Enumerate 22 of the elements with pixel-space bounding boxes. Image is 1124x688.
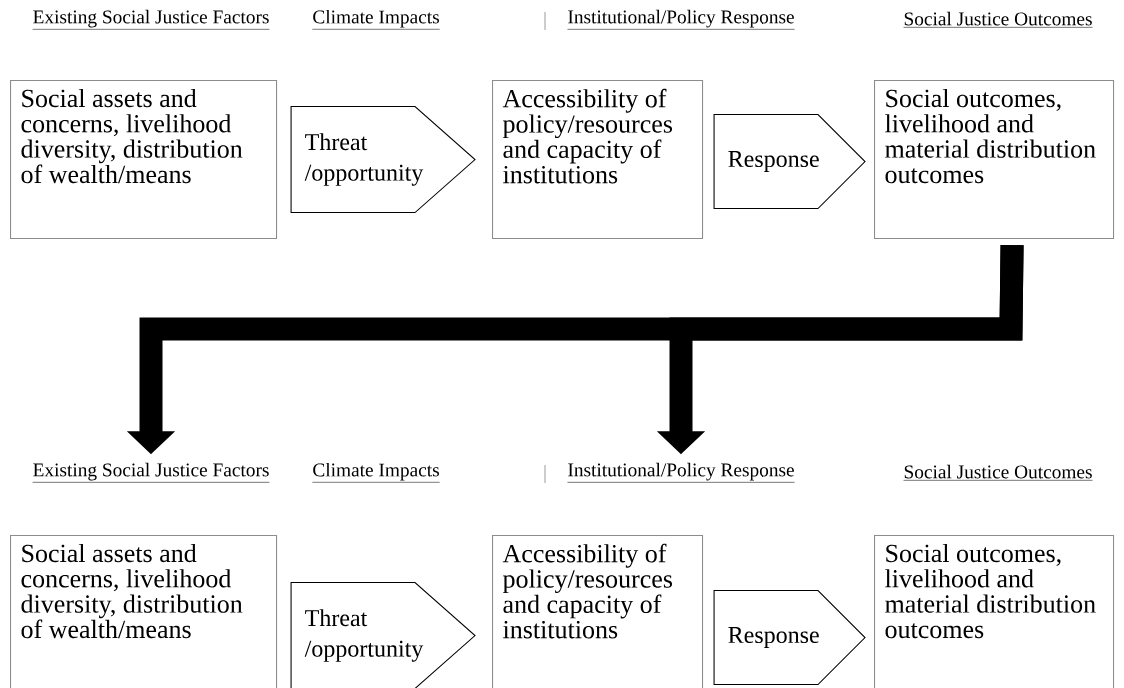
column-heading: Climate Impacts bbox=[312, 462, 440, 483]
edge-label: Threat /opportunity bbox=[304, 133, 424, 186]
text-box: Accessibility of policy/resources and capacity of institutions bbox=[492, 535, 704, 688]
column-heading: Social Justice Outcomes bbox=[903, 11, 1093, 28]
column-heading: Institutional/Policy Response bbox=[567, 9, 795, 30]
column-heading: Climate Impacts bbox=[312, 9, 440, 30]
text-box: Social assets and concerns, livelihood diversity, distribution of wealth/means bbox=[10, 535, 278, 688]
text-box: Accessibility of policy/resources and capacity of institutions bbox=[492, 80, 704, 240]
edge-label: Threat /opportunity bbox=[304, 609, 424, 662]
edge-label: Response bbox=[728, 151, 819, 172]
edge-label: Response bbox=[728, 627, 819, 648]
text-box: Social assets and concerns, livelihood diversity, distribution of wealth/means bbox=[10, 80, 278, 240]
text-box: Social outcomes, livelihood and material distribution outcomes bbox=[874, 535, 1115, 688]
column-heading: Existing Social Justice Factors bbox=[32, 9, 270, 30]
pentagon-arrow bbox=[713, 114, 866, 210]
column-heading: Existing Social Justice Factors bbox=[32, 462, 270, 483]
text-box: Social outcomes, livelihood and material distribution outcomes bbox=[874, 80, 1115, 240]
pentagon-arrow bbox=[290, 582, 476, 688]
column-heading: Institutional/Policy Response bbox=[567, 462, 795, 483]
pentagon-arrow bbox=[290, 106, 476, 214]
column-heading: Social Justice Outcomes bbox=[903, 464, 1093, 481]
pentagon-arrow bbox=[713, 590, 866, 686]
